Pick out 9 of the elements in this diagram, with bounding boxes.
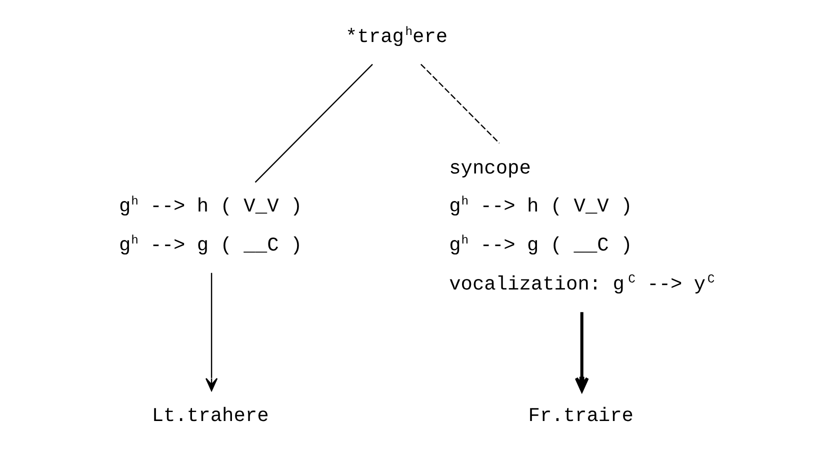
node-text: g$^{h}$ --> h ( V_V ) g$^{h}$ --> g ( __C ) — [118, 194, 302, 256]
connector — [420, 64, 500, 144]
arrow — [204, 272, 218, 392]
node-text: syncope g$^{h}$ --> h ( V_V ) g$^{h}$ --> g ( __C ) vocalization: g$^{C}$ --> y$^{C}$ — [448, 158, 714, 296]
arrow — [574, 312, 588, 392]
connector — [254, 64, 372, 183]
node-text: *trag$^{h}$ere — [345, 25, 448, 48]
node-text: Fr.traire — [528, 404, 633, 427]
node-text: Lt.trahere — [151, 404, 268, 427]
